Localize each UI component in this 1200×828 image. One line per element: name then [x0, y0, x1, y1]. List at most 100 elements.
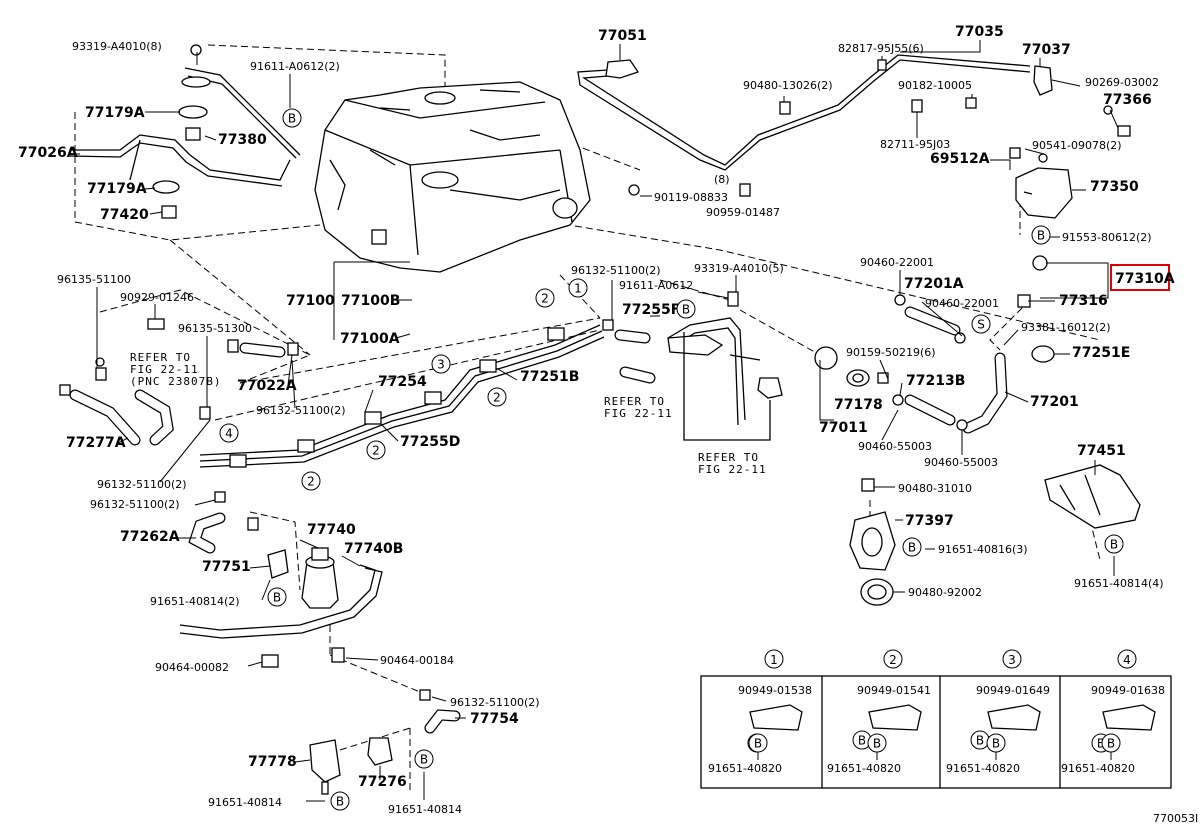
part-label[interactable]: 90460-22001: [925, 297, 999, 310]
part-label[interactable]: 90159-50219(6): [846, 346, 936, 359]
part-label[interactable]: 77754: [470, 711, 519, 727]
part-label[interactable]: 96132-51100(2): [450, 696, 540, 709]
part-label[interactable]: 90480-13026(2): [743, 79, 833, 92]
clamp-icon: [1102, 704, 1156, 731]
part-label[interactable]: 93381-16012(2): [1021, 321, 1111, 334]
part-label[interactable]: 90480-92002: [908, 586, 982, 599]
legend-part-number[interactable]: 90949-01541: [857, 684, 931, 697]
part-label[interactable]: 90929-01246: [120, 291, 194, 304]
part-label[interactable]: 90464-00184: [380, 654, 454, 667]
part-label[interactable]: 96135-51300: [178, 322, 252, 335]
part-label[interactable]: 90460-55003: [924, 456, 998, 469]
part-label[interactable]: 90460-22001: [860, 256, 934, 269]
part-label[interactable]: 77201: [1030, 394, 1079, 410]
part-label[interactable]: 77100: [286, 293, 335, 309]
part-label[interactable]: 93319-A4010(5): [694, 262, 784, 275]
b-symbol: B: [330, 791, 350, 811]
reference-symbols: BBBBBBBBBBBBS1232422: [219, 108, 1124, 811]
highlighted-part-box[interactable]: [1110, 264, 1170, 291]
part-label[interactable]: 77350: [1090, 179, 1139, 195]
legend-part-number[interactable]: 90949-01638: [1091, 684, 1165, 697]
part-label[interactable]: 77740B: [344, 541, 403, 557]
part-label[interactable]: 77254: [378, 374, 427, 390]
part-label[interactable]: (8): [714, 173, 730, 186]
legend-clip-number[interactable]: 91651-40820: [946, 762, 1020, 775]
part-label[interactable]: 91651-40814(2): [150, 595, 240, 608]
part-label[interactable]: 77420: [100, 207, 149, 223]
b-symbol-circle: [267, 587, 287, 607]
legend-clip-number[interactable]: 91651-40820: [708, 762, 782, 775]
part-label[interactable]: 77037: [1022, 42, 1071, 58]
line-number-symbol-circle: [568, 278, 588, 298]
part-label[interactable]: 77022A: [237, 378, 297, 394]
part-label[interactable]: 77255F: [622, 302, 680, 318]
legend-part-number[interactable]: 90949-01538: [738, 684, 812, 697]
part-label[interactable]: 77740: [307, 522, 356, 538]
filler-pipe-lower-parts: [849, 464, 1141, 606]
part-label[interactable]: 96132-51100(2): [571, 264, 661, 277]
clamp-legend-table: [700, 675, 1172, 789]
part-label[interactable]: 77251B: [520, 369, 579, 385]
b-symbol: B: [414, 749, 434, 769]
part-label[interactable]: 77179A: [85, 105, 145, 121]
part-label[interactable]: 91651-40814: [388, 803, 462, 816]
part-label[interactable]: 77255D: [400, 434, 460, 450]
b-symbol-circle: [1031, 225, 1051, 245]
part-label[interactable]: 77397: [905, 513, 954, 529]
part-label[interactable]: 77100A: [340, 331, 400, 347]
legend-part-number[interactable]: 90949-01649: [976, 684, 1050, 697]
part-label[interactable]: 77380: [218, 132, 267, 148]
part-label[interactable]: 77366: [1103, 92, 1152, 108]
part-label[interactable]: 77316: [1059, 293, 1108, 309]
part-label[interactable]: 90541-09078(2): [1032, 139, 1122, 152]
part-label[interactable]: 91553-80612(2): [1062, 231, 1152, 244]
part-label[interactable]: 77751: [202, 559, 251, 575]
s-symbol: S: [971, 314, 991, 334]
part-label[interactable]: 77778: [248, 754, 297, 770]
part-label[interactable]: 77051: [598, 28, 647, 44]
part-label[interactable]: 93319-A4010(8): [72, 40, 162, 53]
part-label[interactable]: 90269-03002: [1085, 76, 1159, 89]
legend-clip-number[interactable]: 91651-40820: [827, 762, 901, 775]
part-label[interactable]: 91611-A0612(2): [250, 60, 340, 73]
part-label[interactable]: 77011: [819, 420, 868, 436]
part-label[interactable]: 90460-55003: [858, 440, 932, 453]
part-label[interactable]: 90182-10005: [898, 79, 972, 92]
part-label-highlighted[interactable]: 77310A: [1115, 271, 1175, 287]
legend-clip-number[interactable]: 91651-40820: [1061, 762, 1135, 775]
part-label[interactable]: 77026A: [18, 145, 78, 161]
part-label[interactable]: 91651-40814(4): [1074, 577, 1164, 590]
line-number-symbol: 2: [366, 440, 386, 460]
part-label[interactable]: 90480-31010: [898, 482, 972, 495]
vent-valves-bottom: [309, 689, 461, 795]
part-label[interactable]: 91651-40816(3): [938, 543, 1028, 556]
part-label[interactable]: 96135-51100: [57, 273, 131, 286]
part-label[interactable]: 77251E: [1072, 345, 1130, 361]
part-label[interactable]: 77213B: [906, 373, 965, 389]
part-label[interactable]: 96132-51100(2): [256, 404, 346, 417]
part-label[interactable]: 77035: [955, 24, 1004, 40]
b-symbol: B: [902, 537, 922, 557]
part-label[interactable]: 77277A: [66, 435, 126, 451]
leader-lines: [74, 40, 1119, 802]
part-label[interactable]: 77451: [1077, 443, 1126, 459]
part-label[interactable]: 91651-40814: [208, 796, 282, 809]
part-label[interactable]: 77100B: [341, 293, 400, 309]
part-label[interactable]: 96132-51100(2): [97, 478, 187, 491]
part-label[interactable]: 77276: [358, 774, 407, 790]
part-label[interactable]: 90959-01487: [706, 206, 780, 219]
part-label[interactable]: 69512A: [930, 151, 990, 167]
part-label[interactable]: 91611-A0612: [619, 279, 693, 292]
part-label[interactable]: 82711-95J03: [880, 138, 950, 151]
part-label[interactable]: 82817-95J55(6): [838, 42, 924, 55]
part-label[interactable]: 77201A: [904, 276, 964, 292]
part-label[interactable]: 77262A: [120, 529, 180, 545]
clamp-icon: [987, 704, 1041, 731]
legend-number: 4: [1123, 653, 1131, 667]
part-label[interactable]: 90464-00082: [155, 661, 229, 674]
part-label[interactable]: 90119-08833: [654, 191, 728, 204]
part-label[interactable]: 77179A: [87, 181, 147, 197]
part-label[interactable]: 77178: [834, 397, 883, 413]
part-label[interactable]: 96132-51100(2): [90, 498, 180, 511]
refer-note-line: REFER TO: [604, 395, 665, 408]
